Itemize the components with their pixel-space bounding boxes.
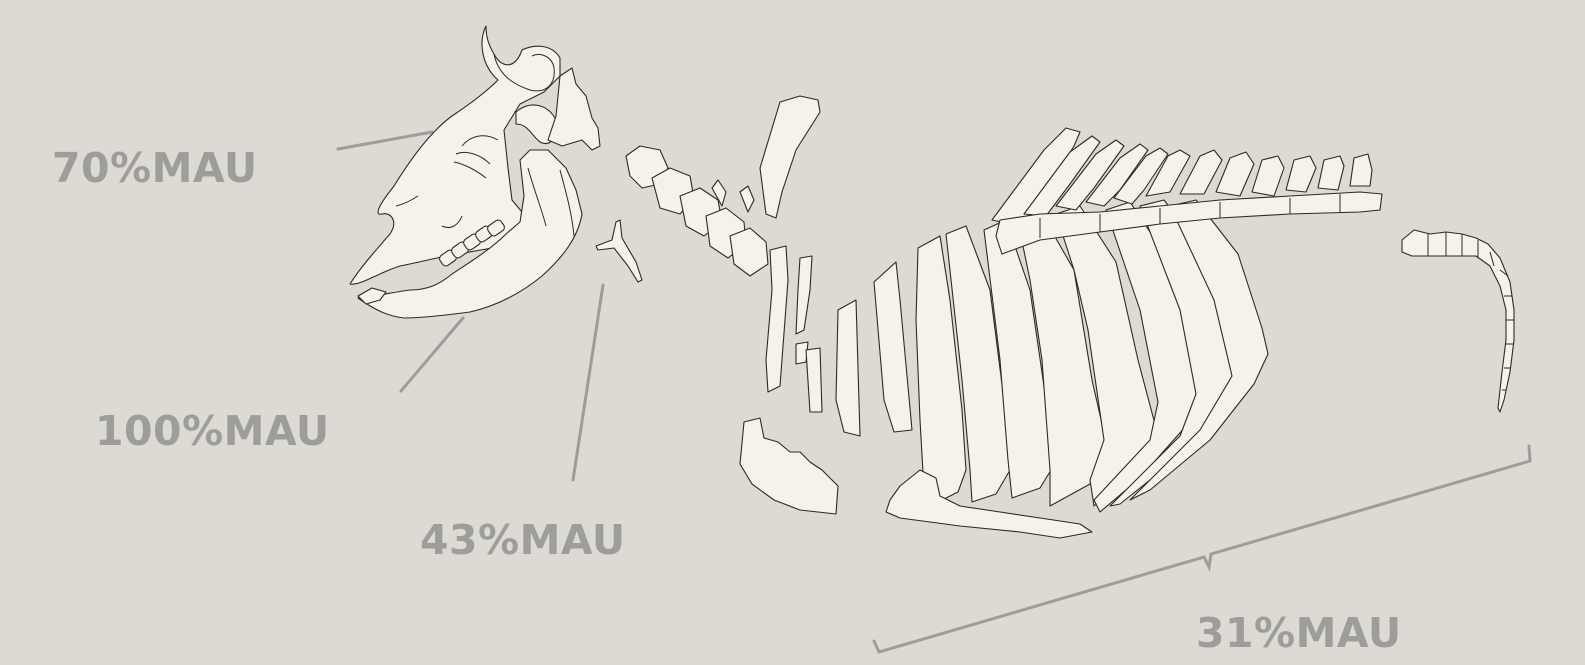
hyoid-bone xyxy=(596,220,642,282)
label-axial-mau: 31%MAU xyxy=(1196,613,1402,654)
leader-line-mandible xyxy=(401,318,463,391)
rib-cage xyxy=(886,200,1268,538)
caudal-vertebrae xyxy=(1402,230,1514,412)
leader-line-cranium xyxy=(338,132,432,149)
label-hyoid-mau: 43%MAU xyxy=(420,520,626,561)
leader-line-hyoid xyxy=(573,285,603,480)
sternal-pieces xyxy=(740,246,912,514)
label-cranium-mau: 70%MAU xyxy=(52,148,258,189)
label-mandible-mau: 100%MAU xyxy=(95,411,330,452)
cervical-vertebrae xyxy=(626,96,820,276)
